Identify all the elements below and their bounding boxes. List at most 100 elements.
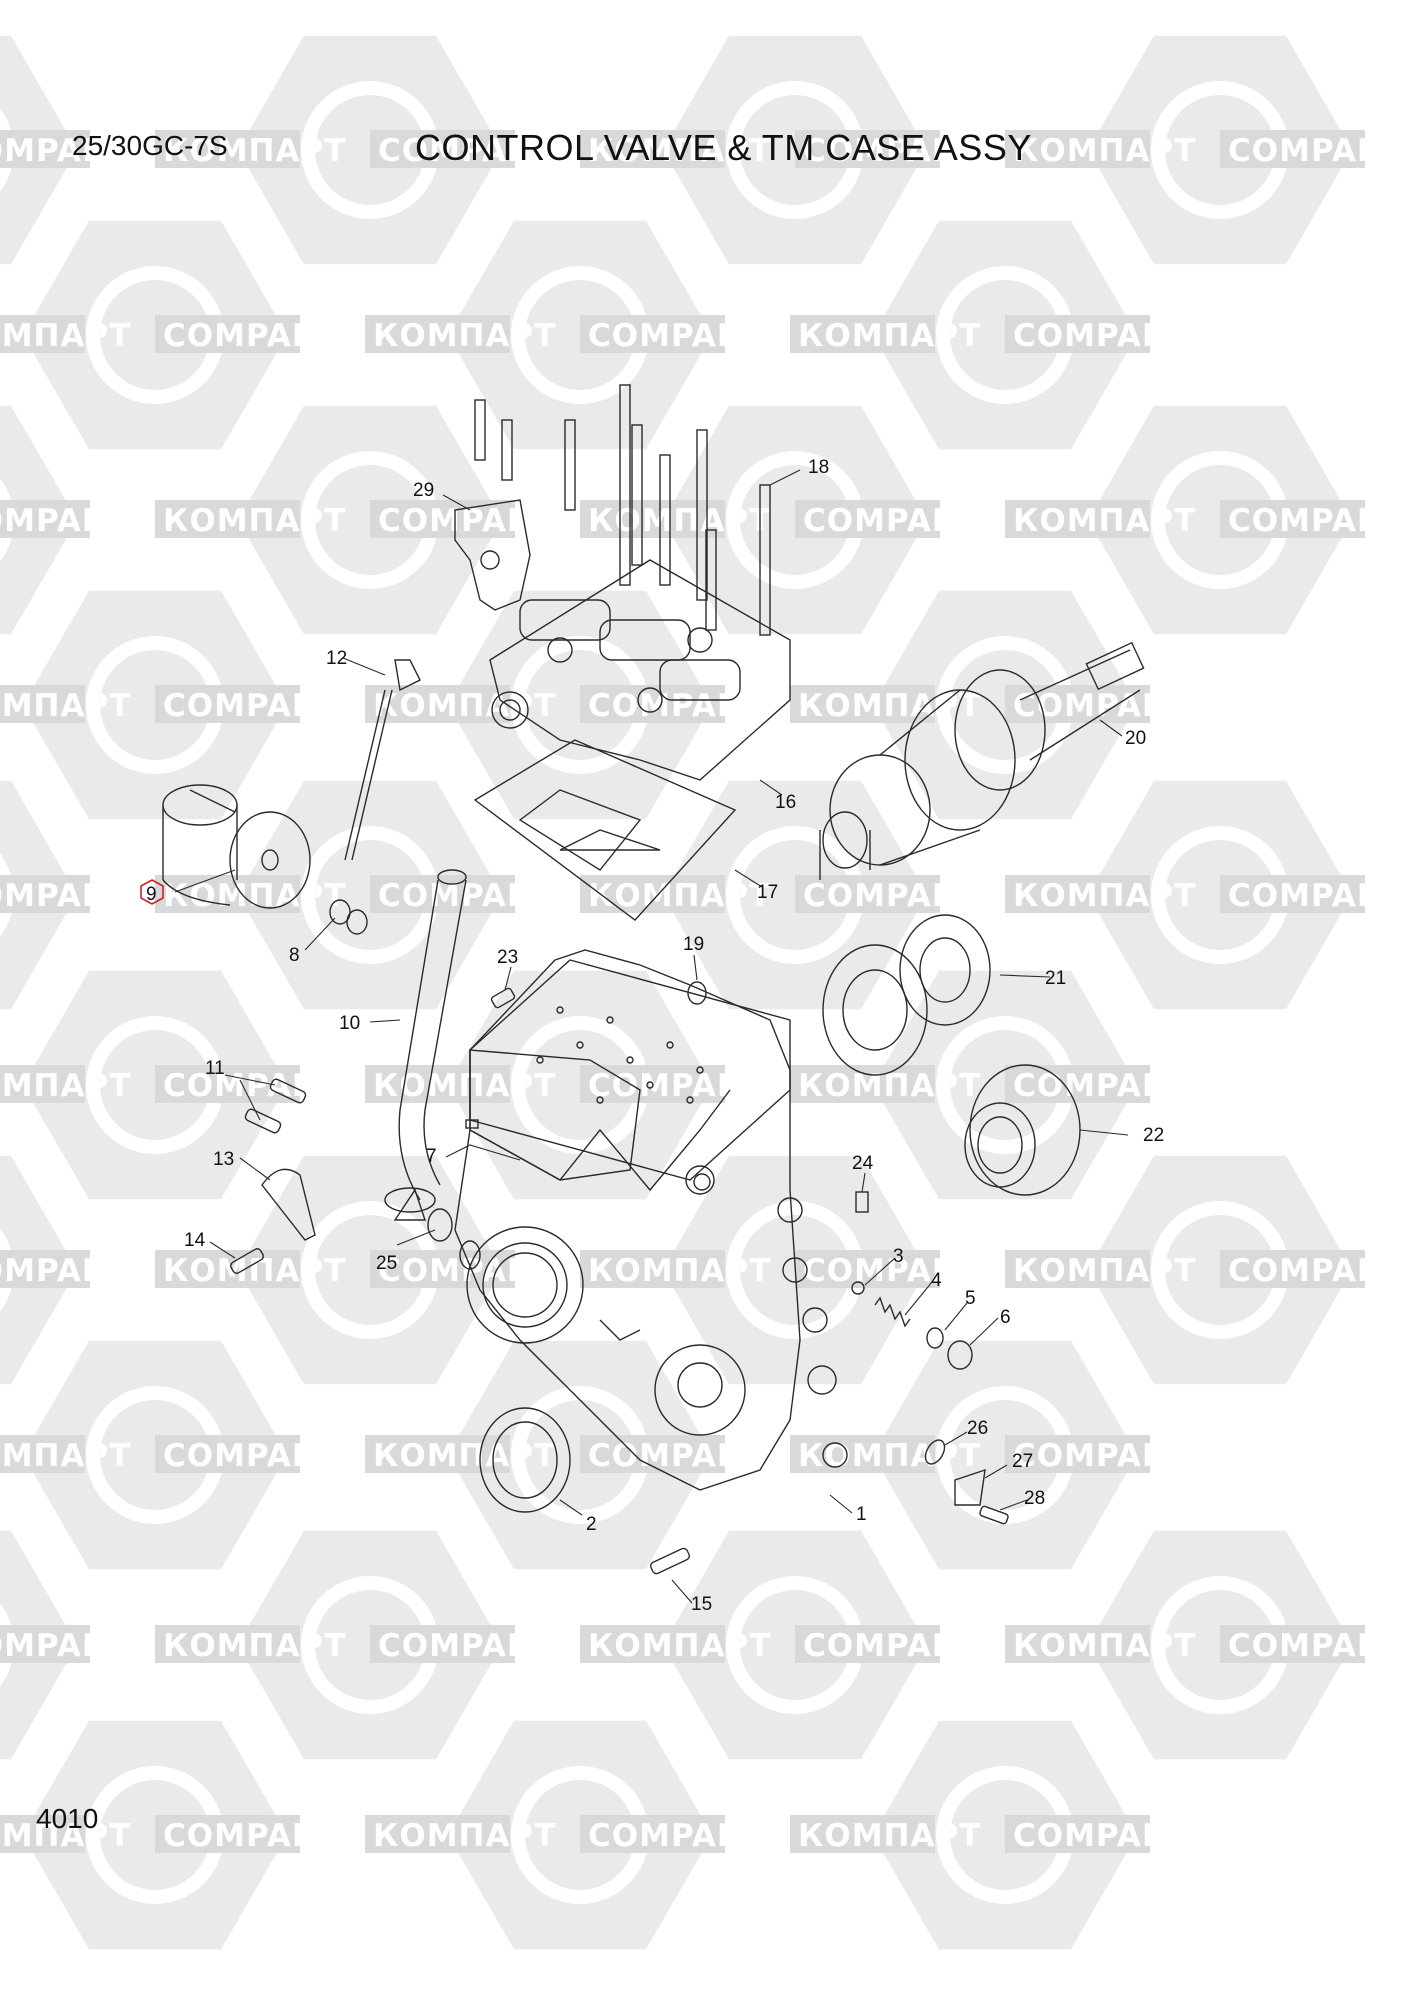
callout-17: 17 [757,882,778,903]
leader-lines [174,469,1129,1604]
svg-text:COMPART: COMPART [1013,1068,1187,1104]
svg-text:COMPART: COMPART [0,1628,127,1664]
svg-text:COMPART: COMPART [163,688,337,724]
watermark-logo: КОМПАРТ COMPART [155,1155,552,1385]
callout-13: 13 [213,1149,234,1170]
callout-24: 24 [852,1153,874,1174]
svg-text:КОМПАРТ: КОМПАРТ [163,1628,346,1664]
svg-text:КОМПАРТ: КОМПАРТ [163,878,346,914]
highlight-hexagon [140,879,164,905]
callout-4: 4 [931,1270,942,1291]
svg-text:COMPART: COMPART [1013,318,1187,354]
svg-text:COMPART: COMPART [163,1438,337,1474]
adapter-part [329,899,368,935]
control-valve-part [489,559,791,781]
callout-20: 20 [1125,728,1146,749]
callout-labels: 1 2 3 4 5 6 7 8 9 10 11 12 13 14 15 16 1… [146,457,1164,1615]
svg-text:КОМПАРТ: КОМПАРТ [0,1818,131,1854]
callout-1: 1 [856,1504,867,1525]
svg-text:КОМПАРТ: КОМПАРТ [0,1068,131,1104]
svg-text:COMPART: COMPART [0,133,127,169]
svg-text:КОМПАРТ: КОМПАРТ [1013,503,1196,539]
callout-8: 8 [289,945,300,966]
svg-text:COMPART: COMPART [378,1253,552,1289]
callout-2: 2 [586,1514,597,1535]
valve-bolts-part [474,384,771,636]
callout-29: 29 [413,480,434,501]
cover-screw-part [924,1439,1009,1525]
callout-22: 22 [1143,1125,1164,1146]
svg-text:КОМПАРТ: КОМПАРТ [588,1628,771,1664]
svg-text:КОМПАРТ: КОМПАРТ [1013,133,1196,169]
svg-text:COMPART: COMPART [588,1438,762,1474]
svg-text:COMPART: COMPART [163,1818,337,1854]
svg-text:КОМПАРТ: КОМПАРТ [163,1253,346,1289]
svg-text:COMPART: COMPART [1228,133,1402,169]
svg-text:КОМПАРТ: КОМПАРТ [798,688,981,724]
dipstick-part [344,659,421,861]
svg-text:КОМПАРТ: КОМПАРТ [798,1438,981,1474]
svg-text:COMPART: COMPART [803,1253,977,1289]
callout-10: 10 [339,1013,360,1034]
seal-2-part [479,1407,571,1513]
svg-text:КОМПАРТ: КОМПАРТ [0,688,131,724]
bracket-part [454,499,531,611]
svg-text:COMPART: COMPART [803,503,977,539]
svg-text:COMPART: COMPART [1228,503,1402,539]
callout-11: 11 [205,1058,225,1079]
watermark-logo: КОМПАРТ COMPART [155,35,552,265]
watermark-logo: КОМПАРТ COMPART [1005,1155,1402,1385]
svg-text:КОМПАРТ: КОМПАРТ [798,318,981,354]
callout-16: 16 [775,792,796,813]
svg-text:КОМПАРТ: КОМПАРТ [373,1818,556,1854]
svg-text:COMPART: COMPART [1228,1253,1402,1289]
svg-text:КОМПАРТ: КОМПАРТ [373,318,556,354]
svg-text:КОМПАРТ: КОМПАРТ [163,133,346,169]
gasket-part [473,739,737,921]
pin-23-part [490,987,516,1009]
svg-text:КОМПАРТ: КОМПАРТ [373,688,556,724]
svg-text:COMPART: COMPART [163,1068,337,1104]
svg-text:COMPART: COMPART [0,1253,127,1289]
svg-text:COMPART: COMPART [163,318,337,354]
callout-5: 5 [965,1288,976,1309]
watermark-logo: КОМПАРТ COMPART [790,220,1187,450]
callout-15: 15 [691,1594,712,1615]
svg-text:КОМПАРТ: КОМПАРТ [0,318,131,354]
svg-text:КОМПАРТ: КОМПАРТ [1013,878,1196,914]
svg-text:COMPART: COMPART [0,503,127,539]
pin-24-part [855,1191,869,1213]
svg-text:КОМПАРТ: КОМПАРТ [1013,1253,1196,1289]
callout-25: 25 [376,1253,397,1274]
callout-7: 7 [426,1146,437,1167]
page-title: CONTROL VALVE & TM CASE ASSY [415,127,1032,168]
o-rings-25-part [427,1208,481,1270]
svg-text:COMPART: COMPART [378,133,552,169]
ball-spring-plug-part [851,1281,973,1370]
callout-6: 6 [1000,1307,1011,1328]
callout-12: 12 [326,648,347,669]
svg-text:COMPART: COMPART [378,1628,552,1664]
svg-text:КОМПАРТ: КОМПАРТ [588,133,771,169]
svg-text:COMPART: COMPART [1013,1818,1187,1854]
callout-21: 21 [1045,968,1066,989]
filter-part [162,784,311,909]
breather-tube-part [384,869,467,1221]
callout-27: 27 [1012,1451,1033,1472]
watermark-logo: КОМПАРТ COMPART [0,590,337,820]
